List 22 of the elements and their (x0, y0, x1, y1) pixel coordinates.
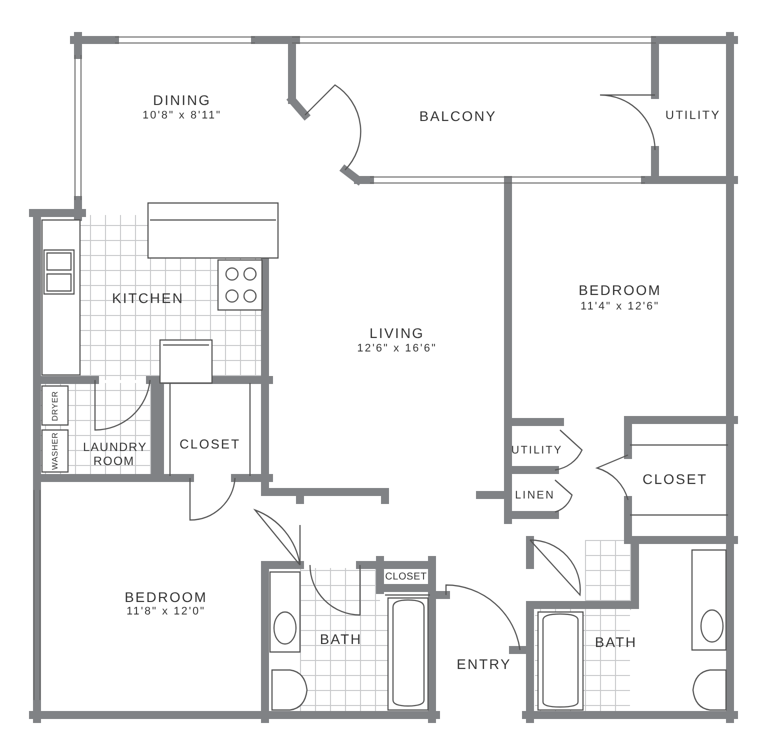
room-label: BALCONY (419, 108, 497, 124)
room-label: BATH (320, 630, 362, 648)
room-label: BEDROOM (578, 282, 662, 298)
room-dimensions: 10'8" x 8'11" (142, 110, 222, 122)
room-label: KITCHEN (112, 290, 184, 306)
room-label: CLOSET (385, 571, 427, 583)
room-label: DINING (153, 92, 211, 108)
room-label: UTILITY (511, 444, 563, 458)
room-label: CLOSET (180, 438, 240, 452)
appliance-label: WASHER (50, 432, 60, 470)
room-label: LAUNDRY ROOM (83, 441, 145, 469)
room-dimensions: 12'6" x 16'6" (357, 342, 437, 356)
room-dimensions: 11'4" x 12'6" (580, 300, 660, 314)
room-dimensions: 11'8" x 12'0" (126, 606, 206, 618)
room-label: ENTRY (456, 656, 512, 672)
room-label: CLOSET (642, 470, 708, 488)
room-label: BEDROOM (124, 588, 208, 606)
room-label: LIVING (370, 324, 424, 342)
room-label: LINEN (515, 490, 555, 502)
room-label: UTILITY (665, 109, 721, 123)
room-label: BATH (594, 634, 638, 650)
appliance-label: DRYER (50, 390, 60, 422)
